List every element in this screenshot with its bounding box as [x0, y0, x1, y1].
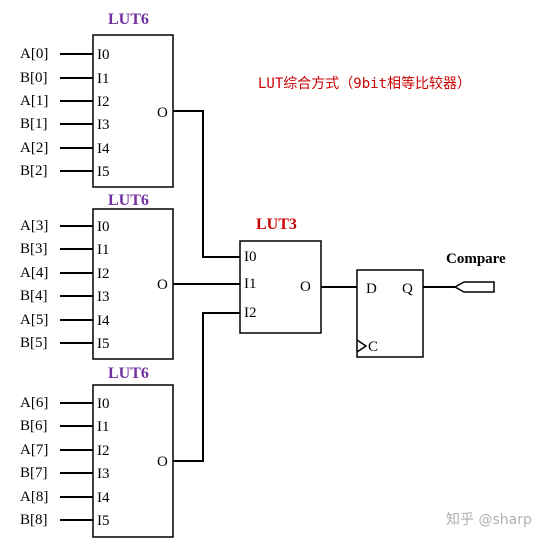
input-signal-label: B[2]: [20, 163, 48, 179]
lut6-title: LUT6: [108, 11, 149, 28]
lut6-box: [92, 384, 174, 538]
output-port-symbol: [453, 281, 495, 293]
pin-label: I5: [97, 513, 110, 529]
input-signal-label: B[3]: [20, 241, 48, 257]
input-signal-label: A[4]: [20, 265, 48, 281]
pin-label: I4: [97, 141, 110, 157]
input-signal-label: B[5]: [20, 335, 48, 351]
input-signal-label: A[2]: [20, 140, 48, 156]
pin-label: I2: [97, 94, 110, 110]
pin-label: I3: [97, 289, 110, 305]
output-pin-label: O: [157, 454, 168, 470]
ff-clk-label: C: [368, 339, 378, 355]
input-signal-label: A[1]: [20, 93, 48, 109]
pin-label: I2: [244, 305, 257, 321]
lut3-title: LUT3: [256, 216, 297, 233]
pin-label: I4: [97, 490, 110, 506]
pin-label: I0: [97, 396, 110, 412]
pin-label: I1: [244, 276, 257, 292]
output-pin-label: O: [157, 105, 168, 121]
lut3-block: LUT3 I0 I1 I2 O: [239, 216, 322, 334]
input-signal-label: A[3]: [20, 218, 48, 234]
input-signal-label: B[0]: [20, 70, 48, 86]
pin-label: I3: [97, 117, 110, 133]
pin-label: I0: [244, 249, 257, 265]
clock-marker: [356, 339, 368, 353]
input-signal-label: A[8]: [20, 489, 48, 505]
pin-label: I0: [97, 47, 110, 63]
input-signal-label: A[5]: [20, 312, 48, 328]
pin-label: I3: [97, 466, 110, 482]
input-signal-label: B[6]: [20, 418, 48, 434]
lut6-block-2: LUT6 A[3] B[3] A[4] B[4] A[5] B[5] I0 I1…: [20, 192, 174, 360]
pin-label: I2: [97, 266, 110, 282]
input-wires: [60, 402, 93, 521]
lut3-box: [239, 240, 322, 334]
pin-label: I0: [97, 219, 110, 235]
pin-label: I1: [97, 242, 110, 258]
input-signal-label: A[6]: [20, 395, 48, 411]
pin-label: I5: [97, 336, 110, 352]
ff-d-label: D: [366, 281, 377, 297]
lut6-title: LUT6: [108, 365, 149, 382]
d-flipflop: D Q C: [356, 269, 424, 358]
output-pin-label: O: [157, 277, 168, 293]
input-wires: [60, 225, 93, 344]
flipflop-box: [356, 269, 424, 358]
lut6-block-1: LUT6 A[0] B[0] A[1] B[1] A[2] B[2] I0 I1…: [20, 11, 174, 188]
pin-label: I2: [97, 443, 110, 459]
pin-label: I4: [97, 313, 110, 329]
interconnect-wires: [173, 110, 240, 462]
output-pin-label: O: [300, 279, 311, 295]
input-signal-label: A[7]: [20, 442, 48, 458]
input-signal-label: A[0]: [20, 46, 48, 62]
input-wires: [60, 53, 93, 172]
lut6-block-3: LUT6 A[6] B[6] A[7] B[7] A[8] B[8] I0 I1…: [20, 365, 174, 538]
input-signal-label: B[1]: [20, 116, 48, 132]
pin-label: I5: [97, 164, 110, 180]
ff-q-label: Q: [402, 281, 413, 297]
pin-label: I1: [97, 71, 110, 87]
annotation-text: LUT综合方式（9bit相等比较器）: [258, 75, 471, 92]
lut6-title: LUT6: [108, 192, 149, 209]
input-signal-label: B[8]: [20, 512, 48, 528]
pin-label: I1: [97, 419, 110, 435]
watermark: 知乎 @sharp: [446, 511, 532, 528]
lut6-box: [92, 34, 174, 188]
input-signal-label: B[7]: [20, 465, 48, 481]
input-signal-label: B[4]: [20, 288, 48, 304]
output-port-label: Compare: [446, 251, 506, 267]
